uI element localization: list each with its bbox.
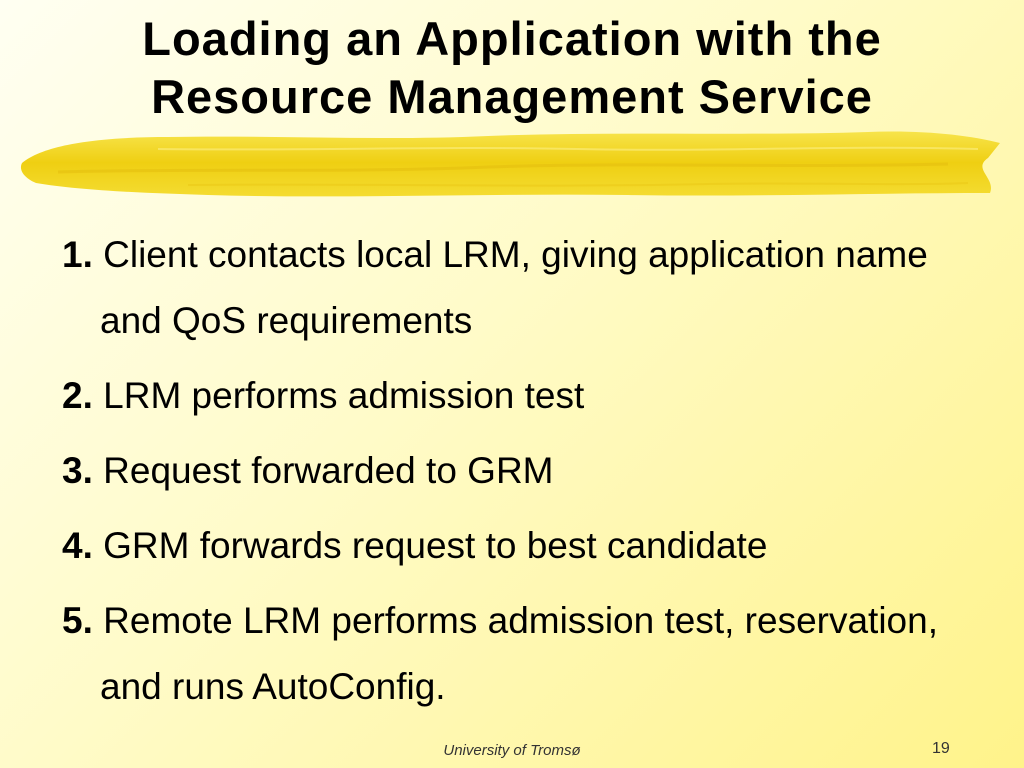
step-number: 5. [62,600,93,641]
list-item-step-4: 4. GRM forwards request to best candidat… [62,513,982,579]
step-text: LRM performs admission test [103,375,585,416]
step-number: 4. [62,525,93,566]
list-item-step-2: 2. LRM performs admission test [62,363,982,429]
step-text: Request forwarded to GRM [103,450,554,491]
title-line-1: Loading an Application with the [142,12,882,65]
step-number: 2. [62,375,93,416]
list-item-step-5: 5. Remote LRM performs admission test, r… [62,588,982,720]
list-item-step-1: 1. Client contacts local LRM, giving app… [62,222,982,354]
step-text: Remote LRM performs admission test, rese… [100,600,938,707]
step-number: 1. [62,234,93,275]
steps-list: 1. Client contacts local LRM, giving app… [62,222,982,729]
title-line-2: Resource Management Service [151,70,873,123]
slide-title: Loading an Application with the Resource… [0,10,1024,126]
page-number: 19 [932,740,950,757]
step-number: 3. [62,450,93,491]
step-text: GRM forwards request to best candidate [103,525,768,566]
footer-institution: University of Tromsø [443,742,581,759]
brush-stroke-decoration [20,131,1001,197]
list-item-step-3: 3. Request forwarded to GRM [62,438,982,504]
step-text: Client contacts local LRM, giving applic… [100,234,928,341]
